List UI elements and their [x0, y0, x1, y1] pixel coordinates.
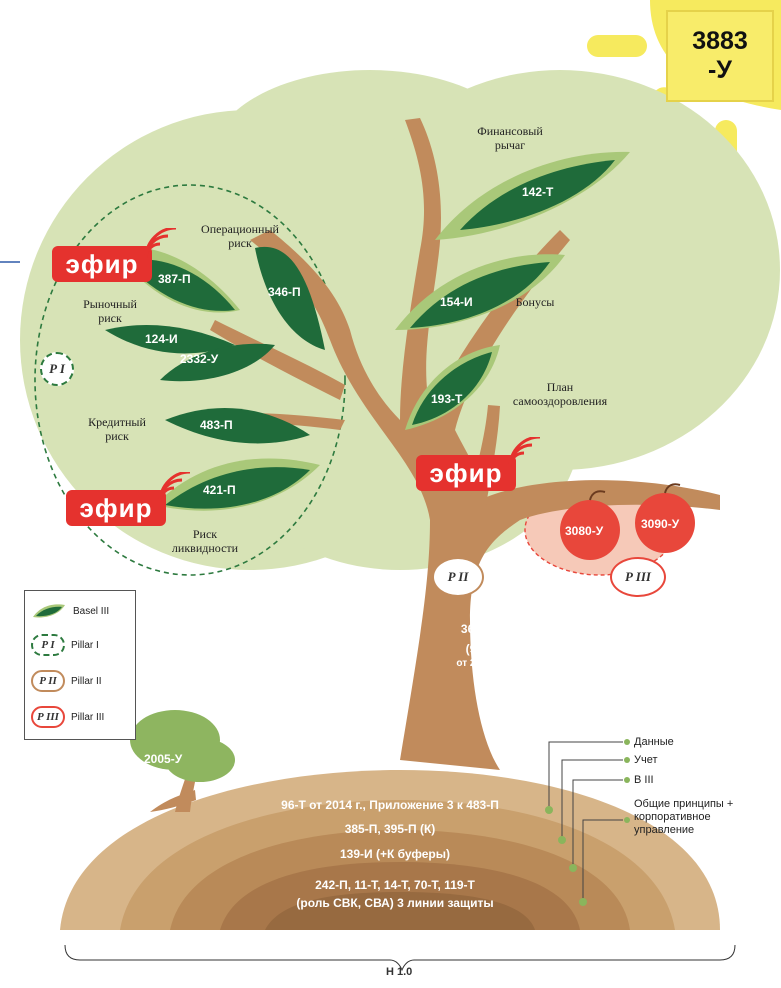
- pillar-one-badge: P I: [40, 352, 74, 386]
- leaf-2332-label: 2332-У: [180, 352, 219, 366]
- leaf-483: [165, 408, 310, 444]
- apple-3090: [635, 493, 695, 553]
- efir-badge-left-top: эфир: [52, 228, 176, 282]
- base-label: Н 1.0: [386, 966, 413, 978]
- leaf-154: [410, 262, 550, 328]
- apples: [560, 483, 695, 560]
- pillar-one-boundary: [34, 184, 346, 576]
- trunk-note-line2: от 2011 г.): [456, 658, 504, 669]
- leaf-421: [165, 467, 310, 509]
- leaf-346-label: 346-П: [268, 285, 301, 299]
- pillar-two-badge: P II: [432, 557, 484, 597]
- leaf-124-label: 124-И: [145, 332, 178, 346]
- apple-3090-label: 3090-У: [641, 517, 680, 531]
- trunk-code: 3624-У: [460, 622, 500, 636]
- root-legend-data: Данные: [634, 736, 674, 748]
- apple-3080: [560, 500, 620, 560]
- efir-badge-right: эфир: [416, 437, 540, 491]
- leaf-421-label: 421-П: [203, 483, 236, 497]
- leaf-142: [460, 160, 615, 230]
- left-leaves: [105, 246, 325, 511]
- leaf-142-label: 142-Т: [522, 185, 554, 199]
- ground: [60, 770, 720, 930]
- trunk-note-line1: (96-Т: [465, 642, 495, 656]
- leaf-346: [255, 246, 325, 350]
- root-legend-accounting: Учет: [634, 754, 658, 766]
- legend-item-basel: Basel III: [31, 597, 109, 625]
- broadcast-icon: [158, 472, 190, 503]
- broadcast-icon: [144, 228, 176, 259]
- leaf-124: [105, 325, 235, 354]
- legend-item-pillar3: P III Pillar III: [31, 703, 104, 731]
- right-leaves: [395, 151, 630, 430]
- pillar-three-badge: P III: [610, 557, 666, 597]
- leaf-387-label: 387-П: [158, 272, 191, 286]
- ground-layer-1: 96-Т от 2014 г., Приложение 3 к 483-П: [281, 798, 499, 812]
- base-brace: [64, 944, 736, 972]
- leaf-193: [412, 352, 492, 425]
- ground-layer-5: (роль СВК, СВА) 3 линии защиты: [296, 896, 494, 910]
- legend: Basel III P I Pillar I P II Pillar II P …: [24, 590, 136, 740]
- root-pointers: [548, 741, 623, 902]
- small-tree: [130, 710, 235, 812]
- leaf-483-label: 483-П: [200, 418, 233, 432]
- leaf-2332: [160, 343, 275, 382]
- sun-label-line2: -У: [708, 56, 732, 84]
- legend-item-pillar1: P I Pillar I: [31, 631, 99, 659]
- small-tree-label: 2005-У: [144, 752, 183, 766]
- ground-layer-2: 385-П, 395-П (К): [344, 822, 436, 836]
- root-legend-b3: B III: [634, 774, 654, 786]
- legend-item-pillar2: P II Pillar II: [31, 667, 102, 695]
- leaf-154-label: 154-И: [440, 295, 473, 309]
- leaf-icon: [33, 604, 65, 618]
- leaf-193-label: 193-Т: [431, 392, 463, 406]
- efir-badge-left-bottom: эфир: [66, 472, 190, 526]
- root-dots: [545, 739, 630, 906]
- broadcast-icon: [508, 437, 540, 468]
- sun-label-line1: 3883: [692, 27, 748, 55]
- ground-layer-4: 242-П, 11-Т, 14-Т, 70-Т, 119-Т: [315, 878, 475, 892]
- bonuses-label: Бонусы: [515, 295, 555, 309]
- apple-3080-label: 3080-У: [565, 524, 604, 538]
- ground-layer-3: 139-И (+К буферы): [340, 847, 450, 861]
- sun-badge: 3883 -У: [666, 10, 774, 102]
- leaf-387: [125, 259, 235, 311]
